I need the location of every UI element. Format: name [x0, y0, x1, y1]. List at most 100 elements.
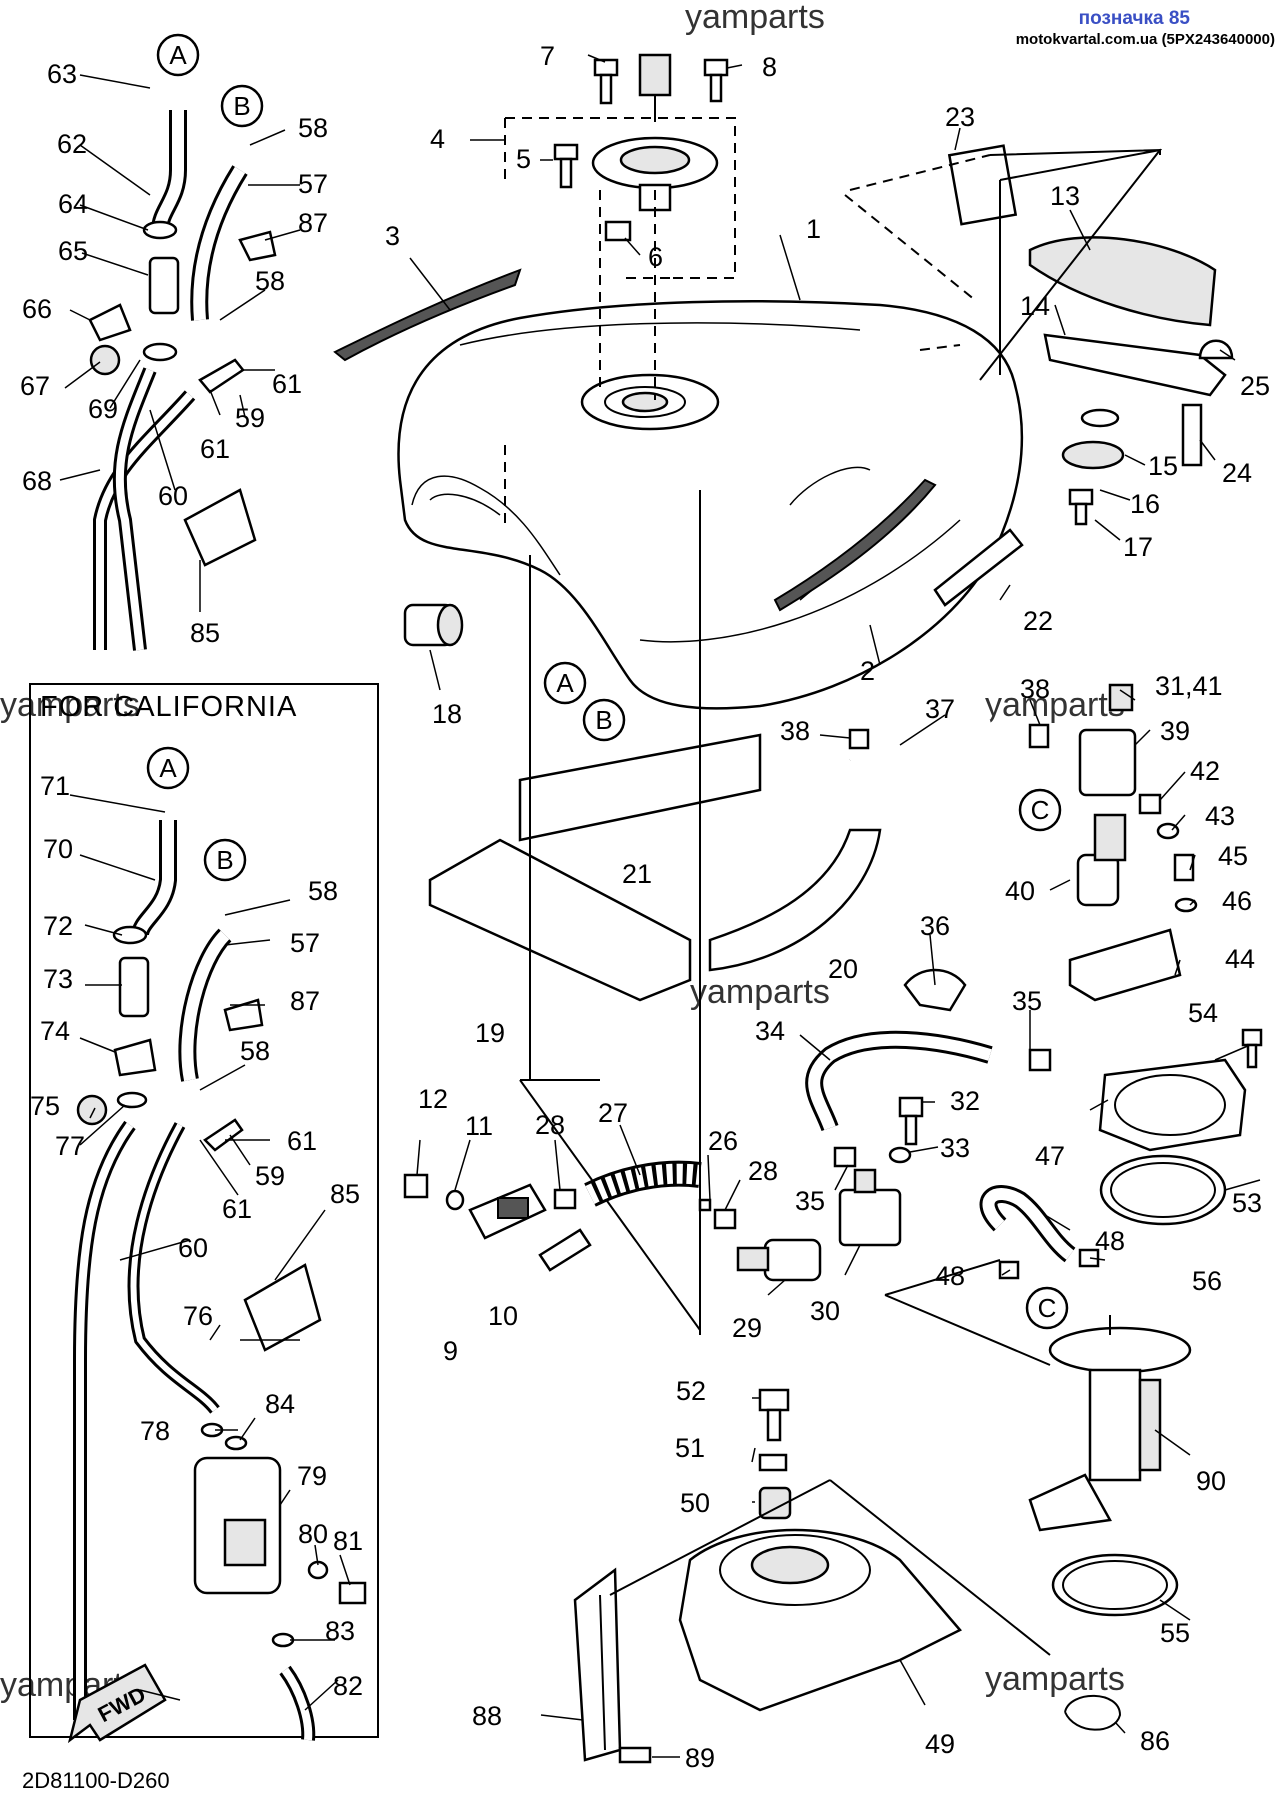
callout-89: 89 — [685, 1743, 715, 1773]
collar-51 — [758, 1453, 788, 1472]
bracket-14 — [1043, 333, 1227, 397]
clip-26 — [698, 1198, 712, 1212]
callout-46: 46 — [1222, 886, 1252, 916]
callout-57b: 57 — [290, 928, 320, 958]
callout-48a: 48 — [935, 1261, 965, 1291]
tank-base-49 — [678, 1528, 962, 1712]
callout-87b: 87 — [290, 986, 320, 1016]
callout-70: 70 — [43, 834, 73, 864]
clamp-38b — [1028, 723, 1050, 749]
callout-77: 77 — [55, 1131, 85, 1161]
callout-61d: 61 — [222, 1194, 252, 1224]
watermark-left: yamparts — [0, 686, 140, 724]
bolt-45 — [1173, 853, 1195, 882]
connector-b-tank: B — [582, 698, 626, 742]
callout-79: 79 — [297, 1461, 327, 1491]
lever-10 — [538, 1228, 592, 1272]
callout-11: 11 — [465, 1111, 493, 1141]
california-box-title: FOR CALIFORNIA — [40, 691, 297, 723]
callout-36: 36 — [920, 911, 950, 941]
callout-59a: 59 — [235, 403, 265, 433]
callout-54: 54 — [1188, 998, 1218, 1028]
callout-86: 86 — [1140, 1726, 1170, 1756]
bolt-89 — [618, 1746, 652, 1764]
connector-b-california: B — [203, 838, 247, 882]
callout-62: 62 — [57, 129, 87, 159]
callout-30: 30 — [810, 1296, 840, 1326]
header-subtitle: motokvartal.com.ua (5PX243640000) — [1016, 31, 1275, 48]
callout-53: 53 — [1232, 1188, 1262, 1218]
fuel-cap — [591, 53, 719, 212]
tank-emblem-right — [773, 478, 937, 612]
callout-90: 90 — [1196, 1466, 1226, 1496]
callout-56: 56 — [1192, 1266, 1222, 1296]
callout-65: 65 — [58, 236, 88, 266]
filter-73 — [118, 956, 150, 1018]
callout-48b: 48 — [1095, 1226, 1125, 1256]
washer-33 — [888, 1146, 912, 1164]
callout-45: 45 — [1218, 841, 1248, 871]
callout-9: 9 — [443, 1336, 458, 1366]
tank-damper-lines — [529, 490, 701, 1335]
callout-72: 72 — [43, 911, 73, 941]
callout-78: 78 — [140, 1416, 170, 1446]
washer-15 — [1080, 408, 1120, 428]
clamp-48b — [1078, 1248, 1100, 1268]
callout-37: 37 — [925, 694, 955, 724]
callout-50: 50 — [680, 1488, 710, 1518]
clamp-69 — [142, 342, 178, 362]
callout-35b: 35 — [1012, 986, 1042, 1016]
watermark-center: yamparts — [690, 973, 830, 1011]
callout-29: 29 — [732, 1313, 762, 1343]
holder-66 — [88, 303, 132, 342]
callout-28a: 28 — [535, 1110, 565, 1140]
callout-38b: 38 — [1020, 674, 1050, 704]
canister-bracket-85a — [183, 488, 257, 567]
callout-10: 10 — [488, 1301, 518, 1331]
callout-82: 82 — [333, 1671, 363, 1701]
clamp-35a — [833, 1146, 857, 1168]
callout-20: 20 — [828, 954, 858, 984]
callout-38a: 38 — [780, 716, 810, 746]
svg-text:C: C — [1031, 795, 1050, 825]
svg-text:B: B — [233, 91, 250, 121]
sensor-40 — [1076, 813, 1127, 907]
clip-86 — [1064, 1694, 1122, 1731]
nut-67 — [89, 344, 121, 376]
callout-49: 49 — [925, 1729, 955, 1759]
callout-leader-lines-left — [59, 74, 351, 1711]
bolt-7 — [593, 58, 619, 105]
watermark-right: yamparts — [985, 686, 1125, 724]
callout-42: 42 — [1190, 756, 1220, 786]
svg-text:B: B — [216, 845, 233, 875]
connector-b-top: B — [220, 84, 264, 128]
base-guide-lines — [599, 1479, 1051, 1751]
tank-emblem-left — [333, 268, 522, 362]
callout-14: 14 — [1020, 291, 1050, 321]
clip-36 — [903, 968, 967, 1012]
connector-c-sensor: C — [1018, 788, 1062, 832]
callout-66: 66 — [22, 294, 52, 324]
guide-lines — [504, 154, 991, 530]
washer-46 — [1174, 897, 1198, 913]
damper-19 — [428, 838, 692, 1002]
callout-5: 5 — [516, 144, 531, 174]
clamp-84 — [224, 1435, 248, 1451]
callout-68: 68 — [22, 466, 52, 496]
callout-34: 34 — [755, 1016, 785, 1046]
callout-23: 23 — [945, 102, 975, 132]
callout-32: 32 — [950, 1086, 980, 1116]
callout-17: 17 — [1123, 532, 1153, 562]
callout-58c: 58 — [308, 876, 338, 906]
clip-87b — [223, 998, 264, 1032]
nut-6 — [604, 220, 632, 242]
callout-64: 64 — [58, 189, 88, 219]
callout-16: 16 — [1130, 489, 1160, 519]
svg-text:A: A — [159, 753, 177, 783]
svg-text:A: A — [169, 40, 187, 70]
callout-18: 18 — [432, 699, 462, 729]
callout-58d: 58 — [240, 1036, 270, 1066]
callout-19: 19 — [475, 1018, 505, 1048]
clamp-77 — [116, 1091, 148, 1109]
callout-44: 44 — [1225, 944, 1255, 974]
